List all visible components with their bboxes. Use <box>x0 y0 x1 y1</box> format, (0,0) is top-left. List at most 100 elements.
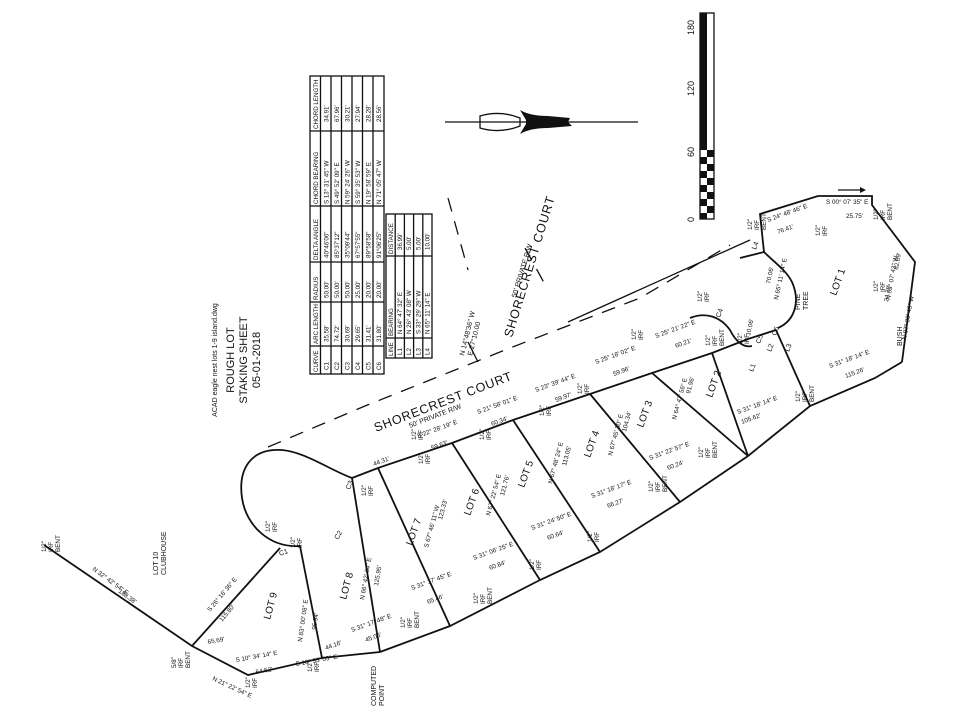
lot-5-east-distance: 113.05' <box>561 445 573 466</box>
svg-text:1/2": 1/2" <box>418 453 425 464</box>
svg-text:1/2": 1/2" <box>873 209 880 220</box>
curve-c5-label: C5 <box>755 334 765 345</box>
lot-8-label: LOT 8 <box>338 571 356 601</box>
svg-text:1/2": 1/2" <box>631 329 638 340</box>
svg-text:DISTANCE: DISTANCE <box>388 223 395 254</box>
svg-text:1/2": 1/2" <box>529 559 536 570</box>
svg-text:BENT: BENT <box>55 535 62 552</box>
lot-4-label: LOT 4 <box>582 429 602 459</box>
computed-point-label-2: POINT <box>379 684 386 706</box>
svg-text:IRF: IRF <box>744 334 751 344</box>
svg-text:C6: C6 <box>376 362 383 370</box>
svg-text:CURVE: CURVE <box>313 350 320 372</box>
line-table-header: LINE BEARING DISTANCE <box>388 223 395 356</box>
svg-text:C2: C2 <box>334 362 341 370</box>
svg-text:IRF: IRF <box>802 392 809 402</box>
svg-text:74.72': 74.72' <box>334 325 341 342</box>
svg-text:1/2": 1/2" <box>697 291 704 302</box>
rear-distance: 115.26' <box>844 366 865 379</box>
clubhouse-label: CLUBHOUSE <box>161 531 168 575</box>
lot-9-west-line <box>191 547 281 647</box>
svg-text:IRF: IRF <box>880 210 887 220</box>
line-table-row: L2 N 26° 43' 08" W 5.00' <box>406 237 413 355</box>
svg-text:1/2": 1/2" <box>265 521 272 532</box>
svg-text:RADIUS: RADIUS <box>313 277 320 300</box>
scale-tick-60: 60 <box>686 147 696 157</box>
svg-text:IRF: IRF <box>712 336 719 346</box>
svg-text:N 71° 05' 47" W: N 71° 05' 47" W <box>376 160 383 204</box>
title-line-2: STAKING SHEET <box>238 316 250 403</box>
side-road-dash <box>524 247 549 291</box>
svg-text:40°46'06": 40°46'06" <box>324 232 331 259</box>
svg-text:C4: C4 <box>355 362 362 370</box>
line-l1-label: L1 <box>748 363 757 373</box>
svg-text:27.94': 27.94' <box>355 105 362 122</box>
rear-bearing: S 31° 18' 14" E <box>828 348 871 370</box>
svg-text:10.00': 10.00' <box>425 233 432 250</box>
svg-text:31.41': 31.41' <box>366 325 373 342</box>
arrow-icon <box>860 187 866 193</box>
svg-text:5.00': 5.00' <box>415 237 422 250</box>
svg-text:IRF: IRF <box>272 522 279 532</box>
svg-text:L2: L2 <box>406 348 413 355</box>
svg-text:50.00': 50.00' <box>324 281 331 298</box>
rear-distance: 60.24' <box>666 459 684 471</box>
lot-6-label: LOT 6 <box>462 487 482 517</box>
curve-c6 <box>763 251 797 329</box>
svg-text:IRF: IRF <box>584 384 591 394</box>
front-bearing: S 21° 58' 01" E <box>476 394 519 416</box>
svg-text:IRF: IRF <box>822 226 829 236</box>
svg-text:C1: C1 <box>324 362 331 370</box>
svg-text:BENT: BENT <box>712 441 719 458</box>
curve-table: CURVE ARC LENGTH RADIUS DELTA ANGLE CHOR… <box>309 75 385 375</box>
svg-text:67°57'55": 67°57'55" <box>355 232 362 259</box>
rear-distance: 65.46' <box>426 593 444 605</box>
svg-text:1/2": 1/2" <box>290 537 297 548</box>
rear-distance: 60.84' <box>488 559 506 571</box>
lot-5-label: LOT 5 <box>516 459 536 489</box>
line-l2-label: L2 <box>766 343 775 353</box>
svg-text:31.80': 31.80' <box>376 325 383 342</box>
lot-1-east-distance-2: 24.78' <box>883 284 893 302</box>
svg-text:BENT: BENT <box>662 475 669 492</box>
pine-tree-label-2: TREE <box>803 291 810 310</box>
svg-text:1/2": 1/2" <box>587 531 594 542</box>
svg-text:BENT: BENT <box>761 213 768 230</box>
line-table-row: L1 N 64° 47' 32" E 36.99' <box>397 233 404 355</box>
svg-text:IRF: IRF <box>418 430 425 440</box>
svg-text:1/2": 1/2" <box>577 383 584 394</box>
lot-9-bottom-distance: 64.52' <box>255 666 273 676</box>
svg-text:N 59° 24' 26" W: N 59° 24' 26" W <box>345 160 352 204</box>
svg-text:35.58': 35.58' <box>324 325 331 342</box>
svg-text:N 65° 11' 14" E: N 65° 11' 14" E <box>425 292 432 334</box>
svg-text:85°37'12": 85°37'12" <box>334 232 341 259</box>
svg-text:28.56': 28.56' <box>376 105 383 122</box>
svg-text:IRF: IRF <box>655 482 662 492</box>
svg-text:50.00': 50.00' <box>334 281 341 298</box>
lot-9-bottom-bearing: S 10° 34' 14" E <box>235 649 278 664</box>
front-bearing: S 25° 18' 02" E <box>594 344 637 366</box>
svg-text:36.99': 36.99' <box>397 233 404 250</box>
svg-text:ARC LENGTH: ARC LENGTH <box>313 304 320 344</box>
svg-text:1/2": 1/2" <box>400 617 407 628</box>
corner-distance: 25.75' <box>846 213 863 220</box>
svg-text:N 64° 47' 32" E: N 64° 47' 32" E <box>397 292 404 334</box>
lot-2-label: LOT 2 <box>704 369 724 399</box>
svg-text:1/2": 1/2" <box>873 281 880 292</box>
svg-text:N 26° 43' 08" W: N 26° 43' 08" W <box>406 290 413 334</box>
west-boundary <box>43 544 381 676</box>
svg-text:IRF: IRF <box>704 292 711 302</box>
svg-text:1/2": 1/2" <box>307 661 314 672</box>
svg-text:30.69': 30.69' <box>345 325 352 342</box>
front-distance: 59.96' <box>612 365 630 377</box>
lot-1-label: LOT 1 <box>828 267 848 297</box>
svg-text:1/2": 1/2" <box>479 429 486 440</box>
side-road-dash <box>447 197 469 271</box>
svg-text:1/2": 1/2" <box>539 405 546 416</box>
curve-table-row: C6 31.80' 20.00' 91°06'25" N 71° 05' 47"… <box>376 105 383 370</box>
graphic-scale: 0 60 120 180 <box>686 12 715 222</box>
svg-text:N 19° 58' 59" E: N 19° 58' 59" E <box>366 162 373 204</box>
rear-distance: 45.06' <box>364 631 382 643</box>
svg-text:5.00': 5.00' <box>406 237 413 250</box>
svg-text:34.91': 34.91' <box>324 105 331 122</box>
